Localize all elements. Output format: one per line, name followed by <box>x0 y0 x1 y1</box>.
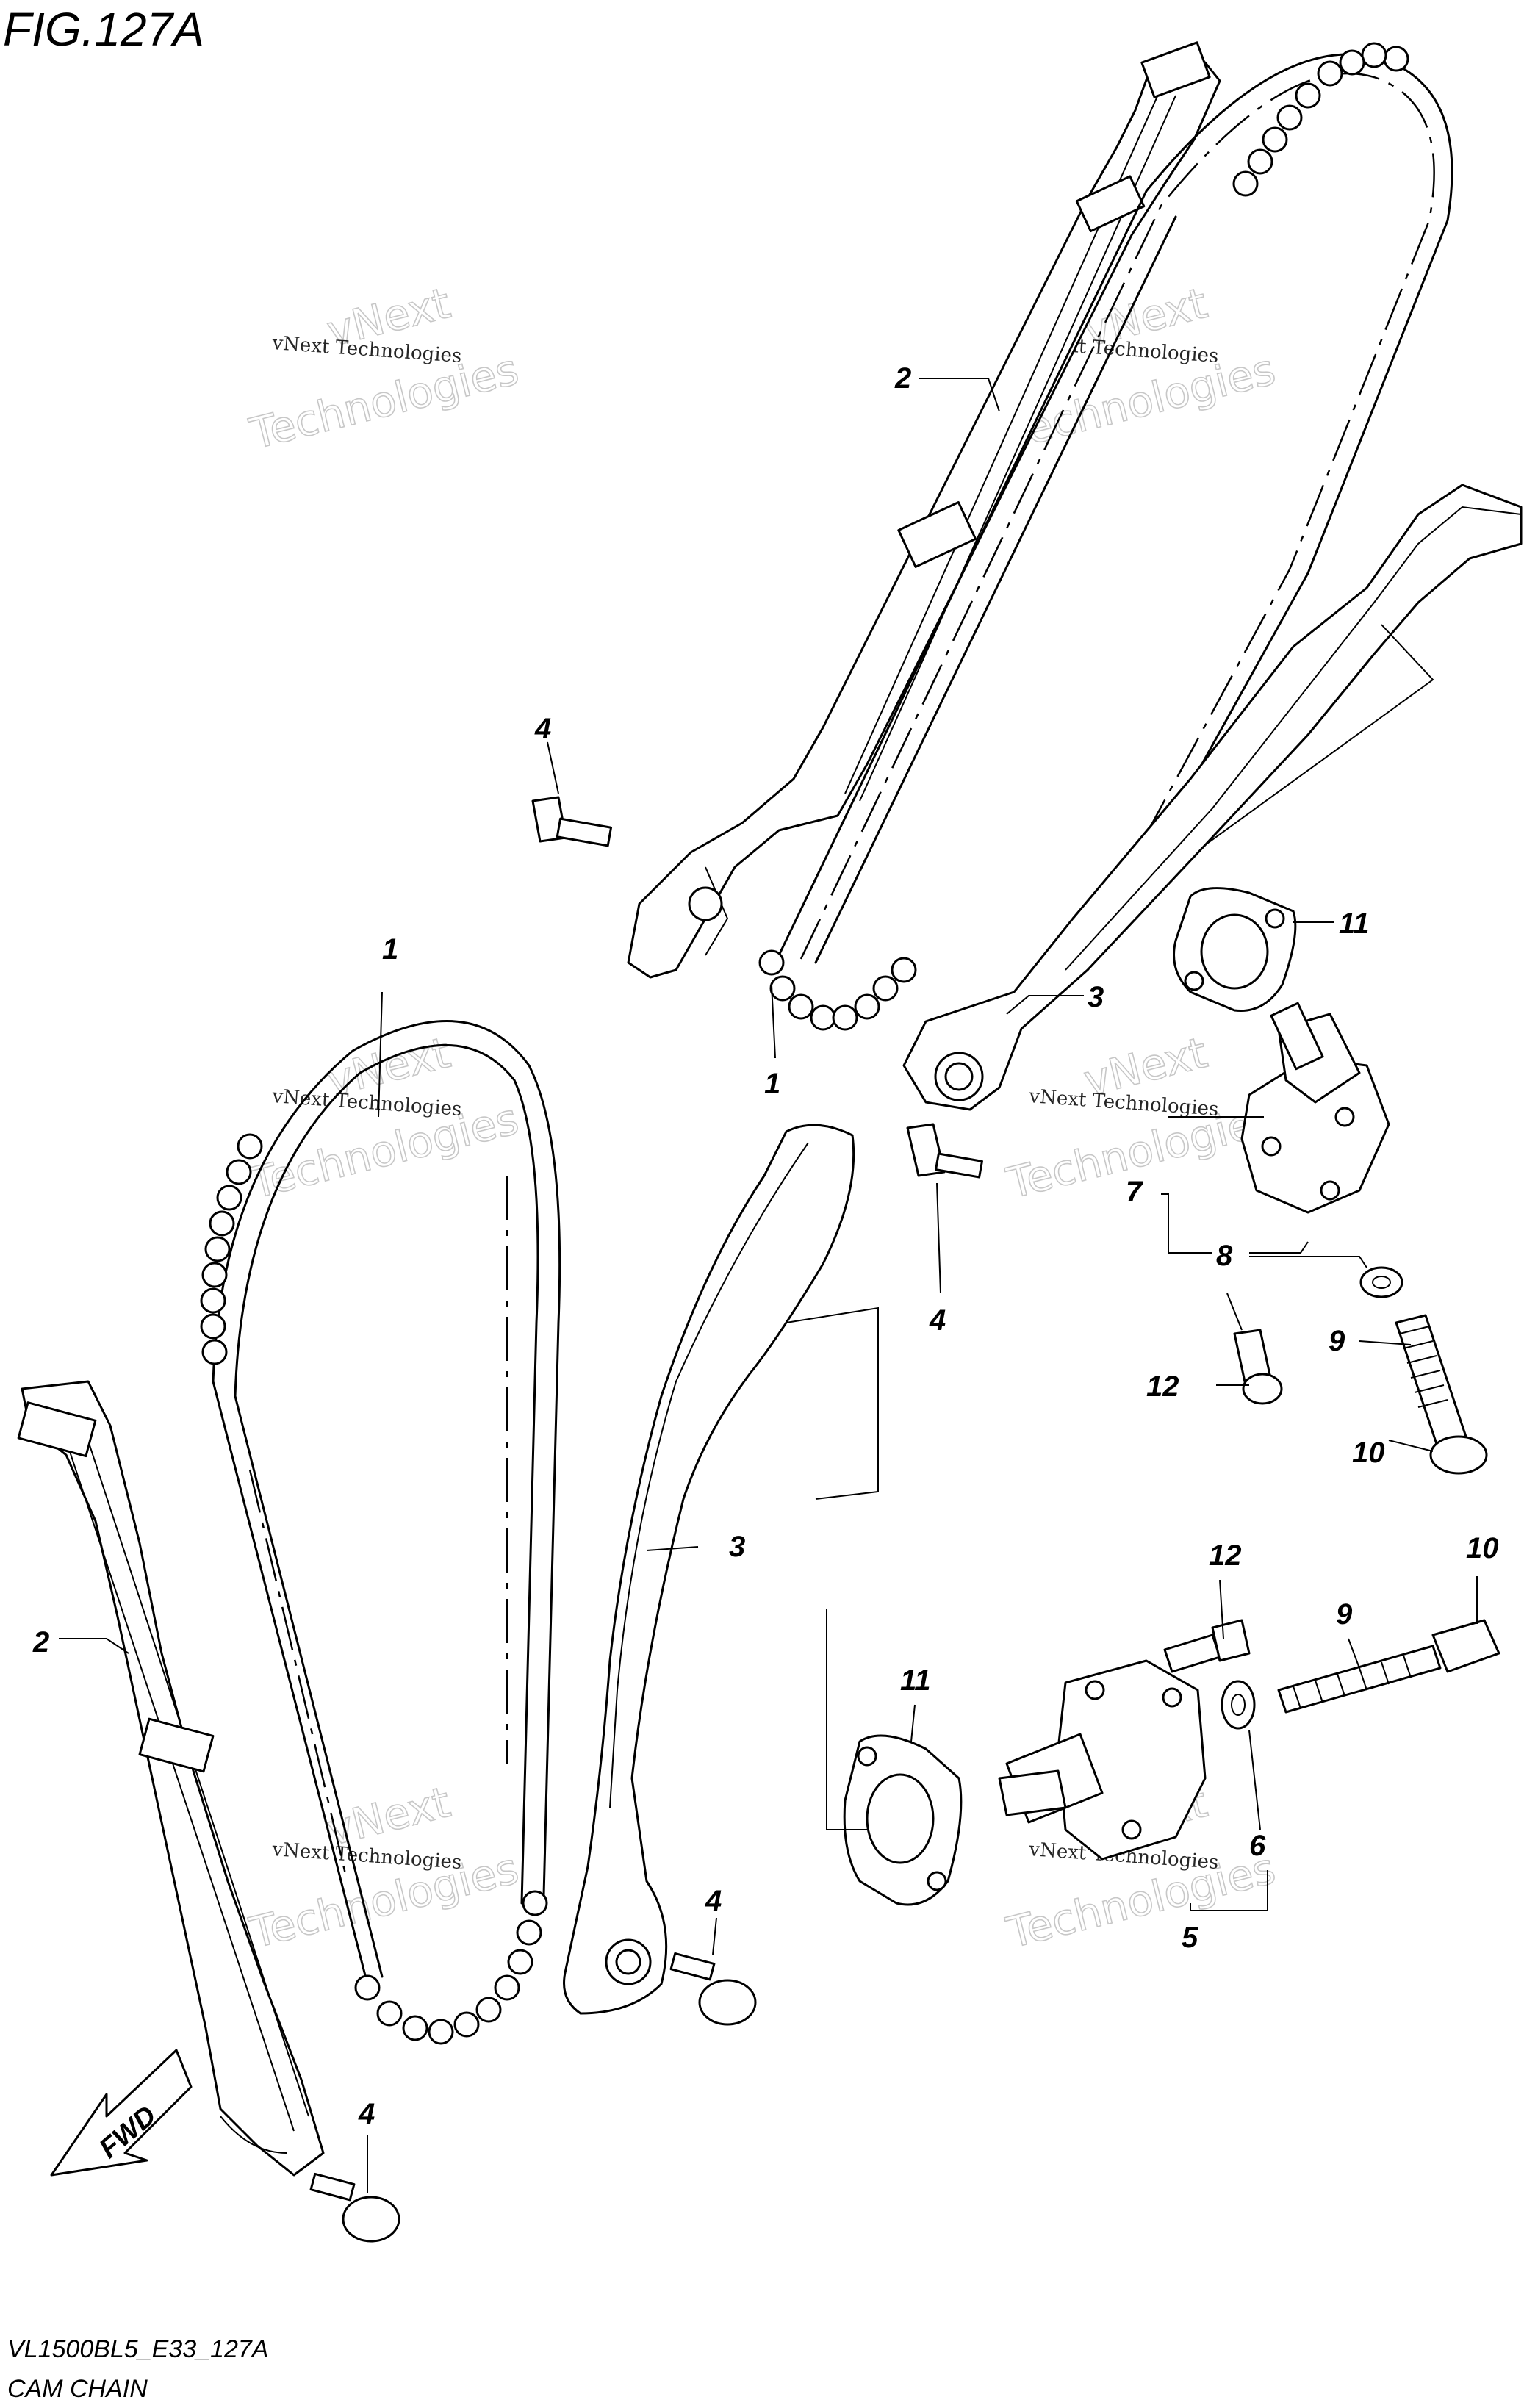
callout-4-lower: 4 <box>358 2098 375 2130</box>
watermark-3: vNext Technologies vNext Technologies <box>244 1027 524 1209</box>
chain-guide-upper <box>627 41 1221 979</box>
forward-direction-arrow: FWD <box>50 2049 193 2177</box>
callout-1-upper: 1 <box>764 1068 780 1100</box>
callout-5: 5 <box>1182 1922 1198 1954</box>
chain-links-upper-bottom <box>758 949 917 1031</box>
reference-line-lower-gasket <box>826 1609 867 1830</box>
pivot-bolt-lower-mid <box>669 1952 757 2026</box>
tensioner-upper <box>1240 1002 1390 1214</box>
callout-labels: 2 4 1 3 11 7 8 4 9 12 10 1 3 2 12 9 10 1… <box>32 362 1499 2130</box>
callout-9-upper: 9 <box>1329 1325 1345 1357</box>
callout-11-lower: 11 <box>900 1664 931 1697</box>
callout-3-lower: 3 <box>729 1531 745 1563</box>
callout-9-lower: 9 <box>1336 1598 1353 1631</box>
pivot-bolt-lower <box>309 2172 400 2243</box>
pivot-bolt-mid <box>906 1123 983 1179</box>
callout-4-lower-mid: 4 <box>705 1885 722 1917</box>
figure-caption: CAM CHAIN <box>7 2375 148 2403</box>
bolt-12-upper <box>1233 1329 1283 1405</box>
callout-10-lower: 10 <box>1466 1532 1499 1564</box>
callout-2-lower: 2 <box>32 1626 49 1658</box>
tensioner-arm-upper <box>902 484 1523 1111</box>
washer-lower <box>1221 1680 1256 1730</box>
callout-11-upper: 11 <box>1339 908 1370 940</box>
pivot-bolt-upper <box>531 796 613 847</box>
model-code: VL1500BL5_E33_127A <box>7 2335 268 2363</box>
chain-links-lower-left <box>200 1133 263 1365</box>
chain-guide-lower <box>17 1380 325 2177</box>
tensioner-lower <box>998 1659 1207 1861</box>
callout-8: 8 <box>1216 1240 1233 1272</box>
callout-10-upper: 10 <box>1352 1437 1385 1469</box>
callout-3-upper: 3 <box>1088 981 1104 1013</box>
tensioner-arm-lower <box>563 1124 855 2015</box>
callout-4-upper: 4 <box>534 713 551 745</box>
chain-links-lower-bottom <box>354 1890 548 2045</box>
callout-4-mid: 4 <box>929 1304 946 1337</box>
reference-line-lower-arm <box>786 1307 879 1500</box>
callout-leaders <box>59 378 1478 2193</box>
callout-12-upper: 12 <box>1146 1370 1179 1403</box>
cam-chain-upper <box>758 42 1453 1031</box>
bolt-12-lower <box>1163 1619 1251 1673</box>
watermark-5: vNext Technologies vNext Technologies <box>244 1776 524 1958</box>
bolt-9-lower <box>1277 1619 1500 1714</box>
figure-title: FIG.127A <box>3 3 204 56</box>
gasket-upper <box>1173 887 1297 1013</box>
chain-links-upper-top <box>1232 42 1409 197</box>
cam-chain-lower <box>200 1020 561 2045</box>
bolt-9-upper <box>1395 1314 1488 1475</box>
gasket-lower <box>843 1734 963 1906</box>
reference-line-upper-arm <box>1204 624 1434 846</box>
callout-7: 7 <box>1126 1176 1143 1208</box>
callout-2-upper: 2 <box>894 362 911 395</box>
callout-1-lower: 1 <box>382 933 398 966</box>
watermark-1: vNext Technologies vNext Technologies <box>244 277 524 459</box>
callout-6: 6 <box>1249 1830 1266 1862</box>
washer-upper <box>1359 1266 1403 1298</box>
callout-12-lower: 12 <box>1209 1539 1242 1572</box>
